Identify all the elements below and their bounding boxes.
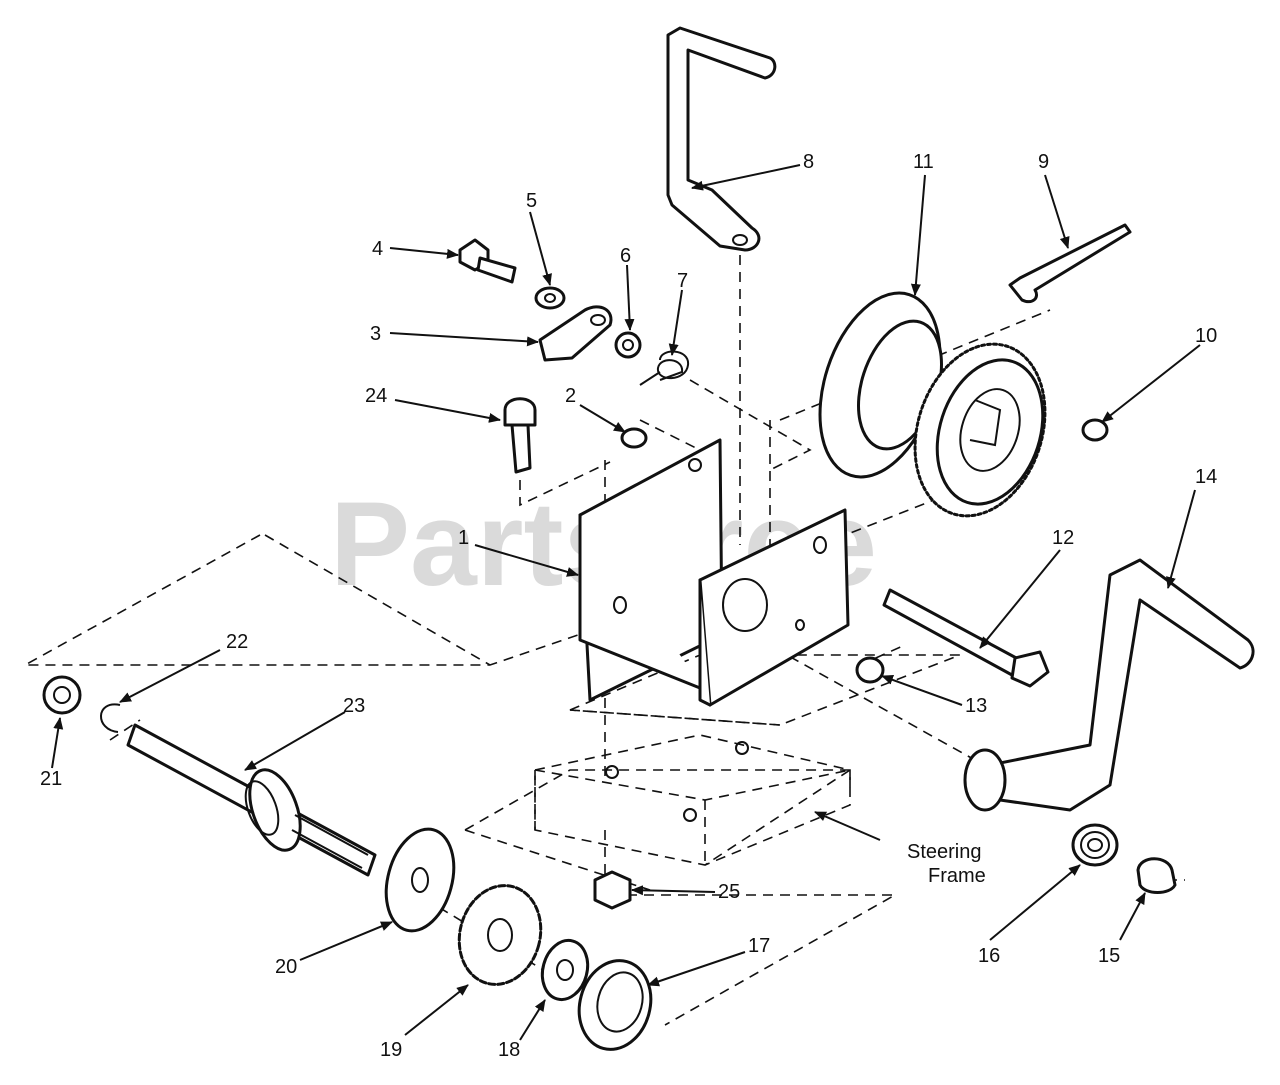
- callout-11: 11: [913, 151, 934, 173]
- part-7-spring: [639, 350, 689, 386]
- callout-6: 6: [620, 245, 631, 267]
- callout-13: 13: [965, 695, 987, 717]
- callout-16: 16: [978, 945, 1000, 967]
- steering-frame-outline: [534, 734, 853, 866]
- part-18-washer: [540, 938, 590, 1002]
- callout-18: 18: [498, 1039, 520, 1061]
- callout-4: 4: [372, 238, 383, 260]
- part-17-sleeve: [577, 959, 653, 1051]
- callout-19: 19: [380, 1039, 402, 1061]
- callout-7: 7: [677, 270, 688, 292]
- callout-20: 20: [275, 956, 297, 978]
- part-22-clip: [100, 703, 121, 733]
- callout-14: 14: [1195, 466, 1217, 488]
- callout-8: 8: [803, 151, 814, 173]
- part-1-main-plate: [578, 438, 850, 707]
- callout-12: 12: [1052, 527, 1074, 549]
- callout-25: 25: [718, 881, 740, 903]
- callout-1: 1: [458, 527, 469, 549]
- part-23-pinion-shaft: [126, 723, 377, 877]
- part-20-washer: [384, 827, 456, 933]
- leader-arrows: [51, 164, 1201, 1041]
- part-11-gear-spool: [818, 291, 1047, 518]
- part-24-bolt: [503, 397, 537, 474]
- part-5-washer: [534, 286, 566, 310]
- steering-frame-label-line1: Steering: [907, 841, 982, 863]
- part-9-rod: [1008, 223, 1132, 304]
- callout-21: 21: [40, 768, 62, 790]
- callout-2: 2: [565, 385, 576, 407]
- part-16-spring: [1071, 823, 1119, 867]
- callout-17: 17: [748, 935, 770, 957]
- part-25-nut: [593, 870, 632, 910]
- part-14-crank-handle: [963, 558, 1255, 812]
- callout-10: 10: [1195, 325, 1217, 347]
- part-6-bushing: [614, 331, 642, 359]
- callout-labels: 1 2 3 4 5 6 7 8 9 10 11 12 13 14 15 16 1…: [40, 151, 1217, 1061]
- steering-frame-label-line2: Frame: [928, 865, 986, 887]
- callout-15: 15: [1098, 945, 1120, 967]
- part-4-bolt: [458, 238, 517, 284]
- callout-24: 24: [365, 385, 387, 407]
- callout-5: 5: [526, 190, 537, 212]
- part-19-gear: [457, 884, 543, 986]
- part-12-long-bolt: [882, 588, 1050, 688]
- callout-22: 22: [226, 631, 248, 653]
- part-3-latch-arm: [538, 305, 613, 362]
- callout-3: 3: [370, 323, 381, 345]
- part-13-nut: [855, 656, 885, 684]
- part-21-bushing: [42, 675, 82, 715]
- callout-23: 23: [343, 695, 365, 717]
- callout-9: 9: [1038, 151, 1049, 173]
- part-15-cap-nut: [1136, 857, 1177, 894]
- part-10-nut: [1081, 418, 1109, 442]
- part-2-nut: [620, 427, 648, 449]
- part-8-bracket-rod: [666, 26, 777, 252]
